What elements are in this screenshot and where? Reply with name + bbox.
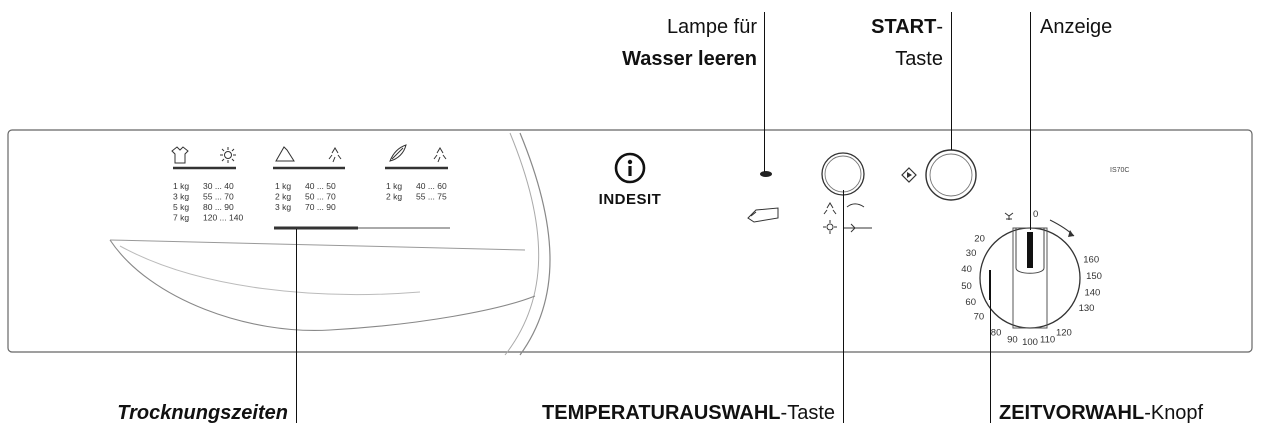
drying-table-minutes: 40 ... 50 xyxy=(305,181,336,191)
callout-drying-times: Trocknungszeiten xyxy=(117,400,288,426)
dial-scale-label: 30 xyxy=(966,248,977,259)
fan-icon xyxy=(1004,212,1014,220)
callout-drying-times-text: Trocknungszeiten xyxy=(117,402,288,424)
high-temp-arrow-icon xyxy=(844,223,872,233)
drying-table-weight: 2 kg xyxy=(386,192,402,202)
dial-scale-label: 150 xyxy=(1086,271,1102,282)
panel-outline xyxy=(7,129,1253,353)
callout-lamp-line2: Wasser leeren xyxy=(622,46,757,72)
drying-table-weight: 3 kg xyxy=(275,202,291,212)
leader-drying-times xyxy=(296,229,298,423)
empty-water-lamp xyxy=(760,171,772,177)
handle-recess xyxy=(109,239,536,332)
synthetic-triangle-icon xyxy=(275,146,295,162)
callout-lamp: Lampe für Wasser leeren xyxy=(622,14,757,72)
dial-scale-label: 160 xyxy=(1083,254,1099,265)
sun-icon xyxy=(220,147,236,163)
callout-temperature-rest: -Taste xyxy=(780,402,835,424)
drying-table-minutes: 70 ... 90 xyxy=(305,202,336,212)
leader-start xyxy=(951,12,953,150)
callout-lamp-bold: Wasser leeren xyxy=(622,48,757,70)
drying-table-weight: 2 kg xyxy=(275,192,291,202)
callout-lamp-line1: Lampe für xyxy=(666,16,757,38)
feather-icon xyxy=(389,144,407,162)
drying-table-weight: 1 kg xyxy=(386,181,402,191)
dial-scale-label: 130 xyxy=(1079,303,1095,314)
dial-scale-label: 110 xyxy=(1040,335,1055,346)
dial-scale-label: 70 xyxy=(974,312,985,323)
callout-start: START- Taste xyxy=(871,14,943,72)
low-heat-icon xyxy=(433,147,447,163)
callout-start-line2: Taste xyxy=(895,48,943,70)
drying-table-weight: 5 kg xyxy=(173,202,189,212)
timer-dial xyxy=(979,212,1081,329)
low-temp-curve-icon xyxy=(846,203,865,208)
low-heat-icon xyxy=(328,147,342,163)
drying-table-weight: 1 kg xyxy=(275,181,291,191)
leader-lamp xyxy=(764,12,766,172)
dial-scale-label: 100 xyxy=(1022,337,1038,348)
drying-table-minutes: 40 ... 60 xyxy=(416,181,447,191)
start-button xyxy=(925,149,977,201)
drying-table-weight: 3 kg xyxy=(173,192,189,202)
drying-table-minutes: 50 ... 70 xyxy=(305,192,336,202)
callout-temperature-bold: TEMPERATURAUSWAHL xyxy=(542,402,781,424)
callout-timer-rest: -Knopf xyxy=(1144,402,1204,424)
dial-scale-label: 120 xyxy=(1056,327,1072,338)
drying-table-minutes: 120 ... 140 xyxy=(203,213,243,223)
leader-temperature xyxy=(843,190,845,423)
drying-table: 1 kg 30 ... 40 3 kg 55 ... 70 5 kg 80 ... 90 7… xyxy=(173,181,447,223)
callout-timer-bold: ZEITVORWAHL xyxy=(999,402,1145,424)
callout-start-dash: - xyxy=(936,16,943,38)
start-diamond-icon xyxy=(901,167,917,183)
indesit-logo-icon xyxy=(614,152,646,184)
dial-scale-label: 20 xyxy=(974,234,985,245)
drying-table-minutes: 55 ... 70 xyxy=(203,192,234,202)
dial-scale-label: 60 xyxy=(965,297,976,308)
dial-scale-label: 0 xyxy=(1033,209,1038,220)
dial-scale-label: 80 xyxy=(991,327,1002,338)
dial-scale-label: 140 xyxy=(1084,287,1100,298)
drying-table-weight: 7 kg xyxy=(173,213,189,223)
dial-scale-label: 50 xyxy=(961,281,972,292)
callout-display: Anzeige xyxy=(1040,16,1113,38)
shirt-icon xyxy=(171,146,189,164)
callout-temperature: TEMPERATURAUSWAHL-Taste xyxy=(542,400,835,426)
callout-timer: ZEITVORWAHL-Knopf xyxy=(999,400,1203,426)
low-heat-icon xyxy=(823,202,837,215)
drying-table-weight: 1 kg xyxy=(173,181,189,191)
drying-table-minutes: 30 ... 40 xyxy=(203,181,234,191)
dial-scale-label: 40 xyxy=(961,264,972,275)
callout-start-line1: START- xyxy=(871,14,943,40)
drying-table-minutes: 80 ... 90 xyxy=(203,202,234,212)
sun-icon xyxy=(823,220,837,234)
temperature-button xyxy=(821,152,865,196)
callout-start-bold: START xyxy=(871,16,937,38)
water-container-icon xyxy=(747,207,779,223)
leader-timer xyxy=(990,280,992,423)
drying-table-minutes: 55 ... 75 xyxy=(416,192,447,202)
dial-scale-label: 90 xyxy=(1007,335,1018,346)
door-curve xyxy=(519,132,551,356)
brand-name: INDESIT xyxy=(599,191,662,208)
leader-display xyxy=(1030,12,1032,230)
model-code: IS70C xyxy=(1110,167,1129,174)
